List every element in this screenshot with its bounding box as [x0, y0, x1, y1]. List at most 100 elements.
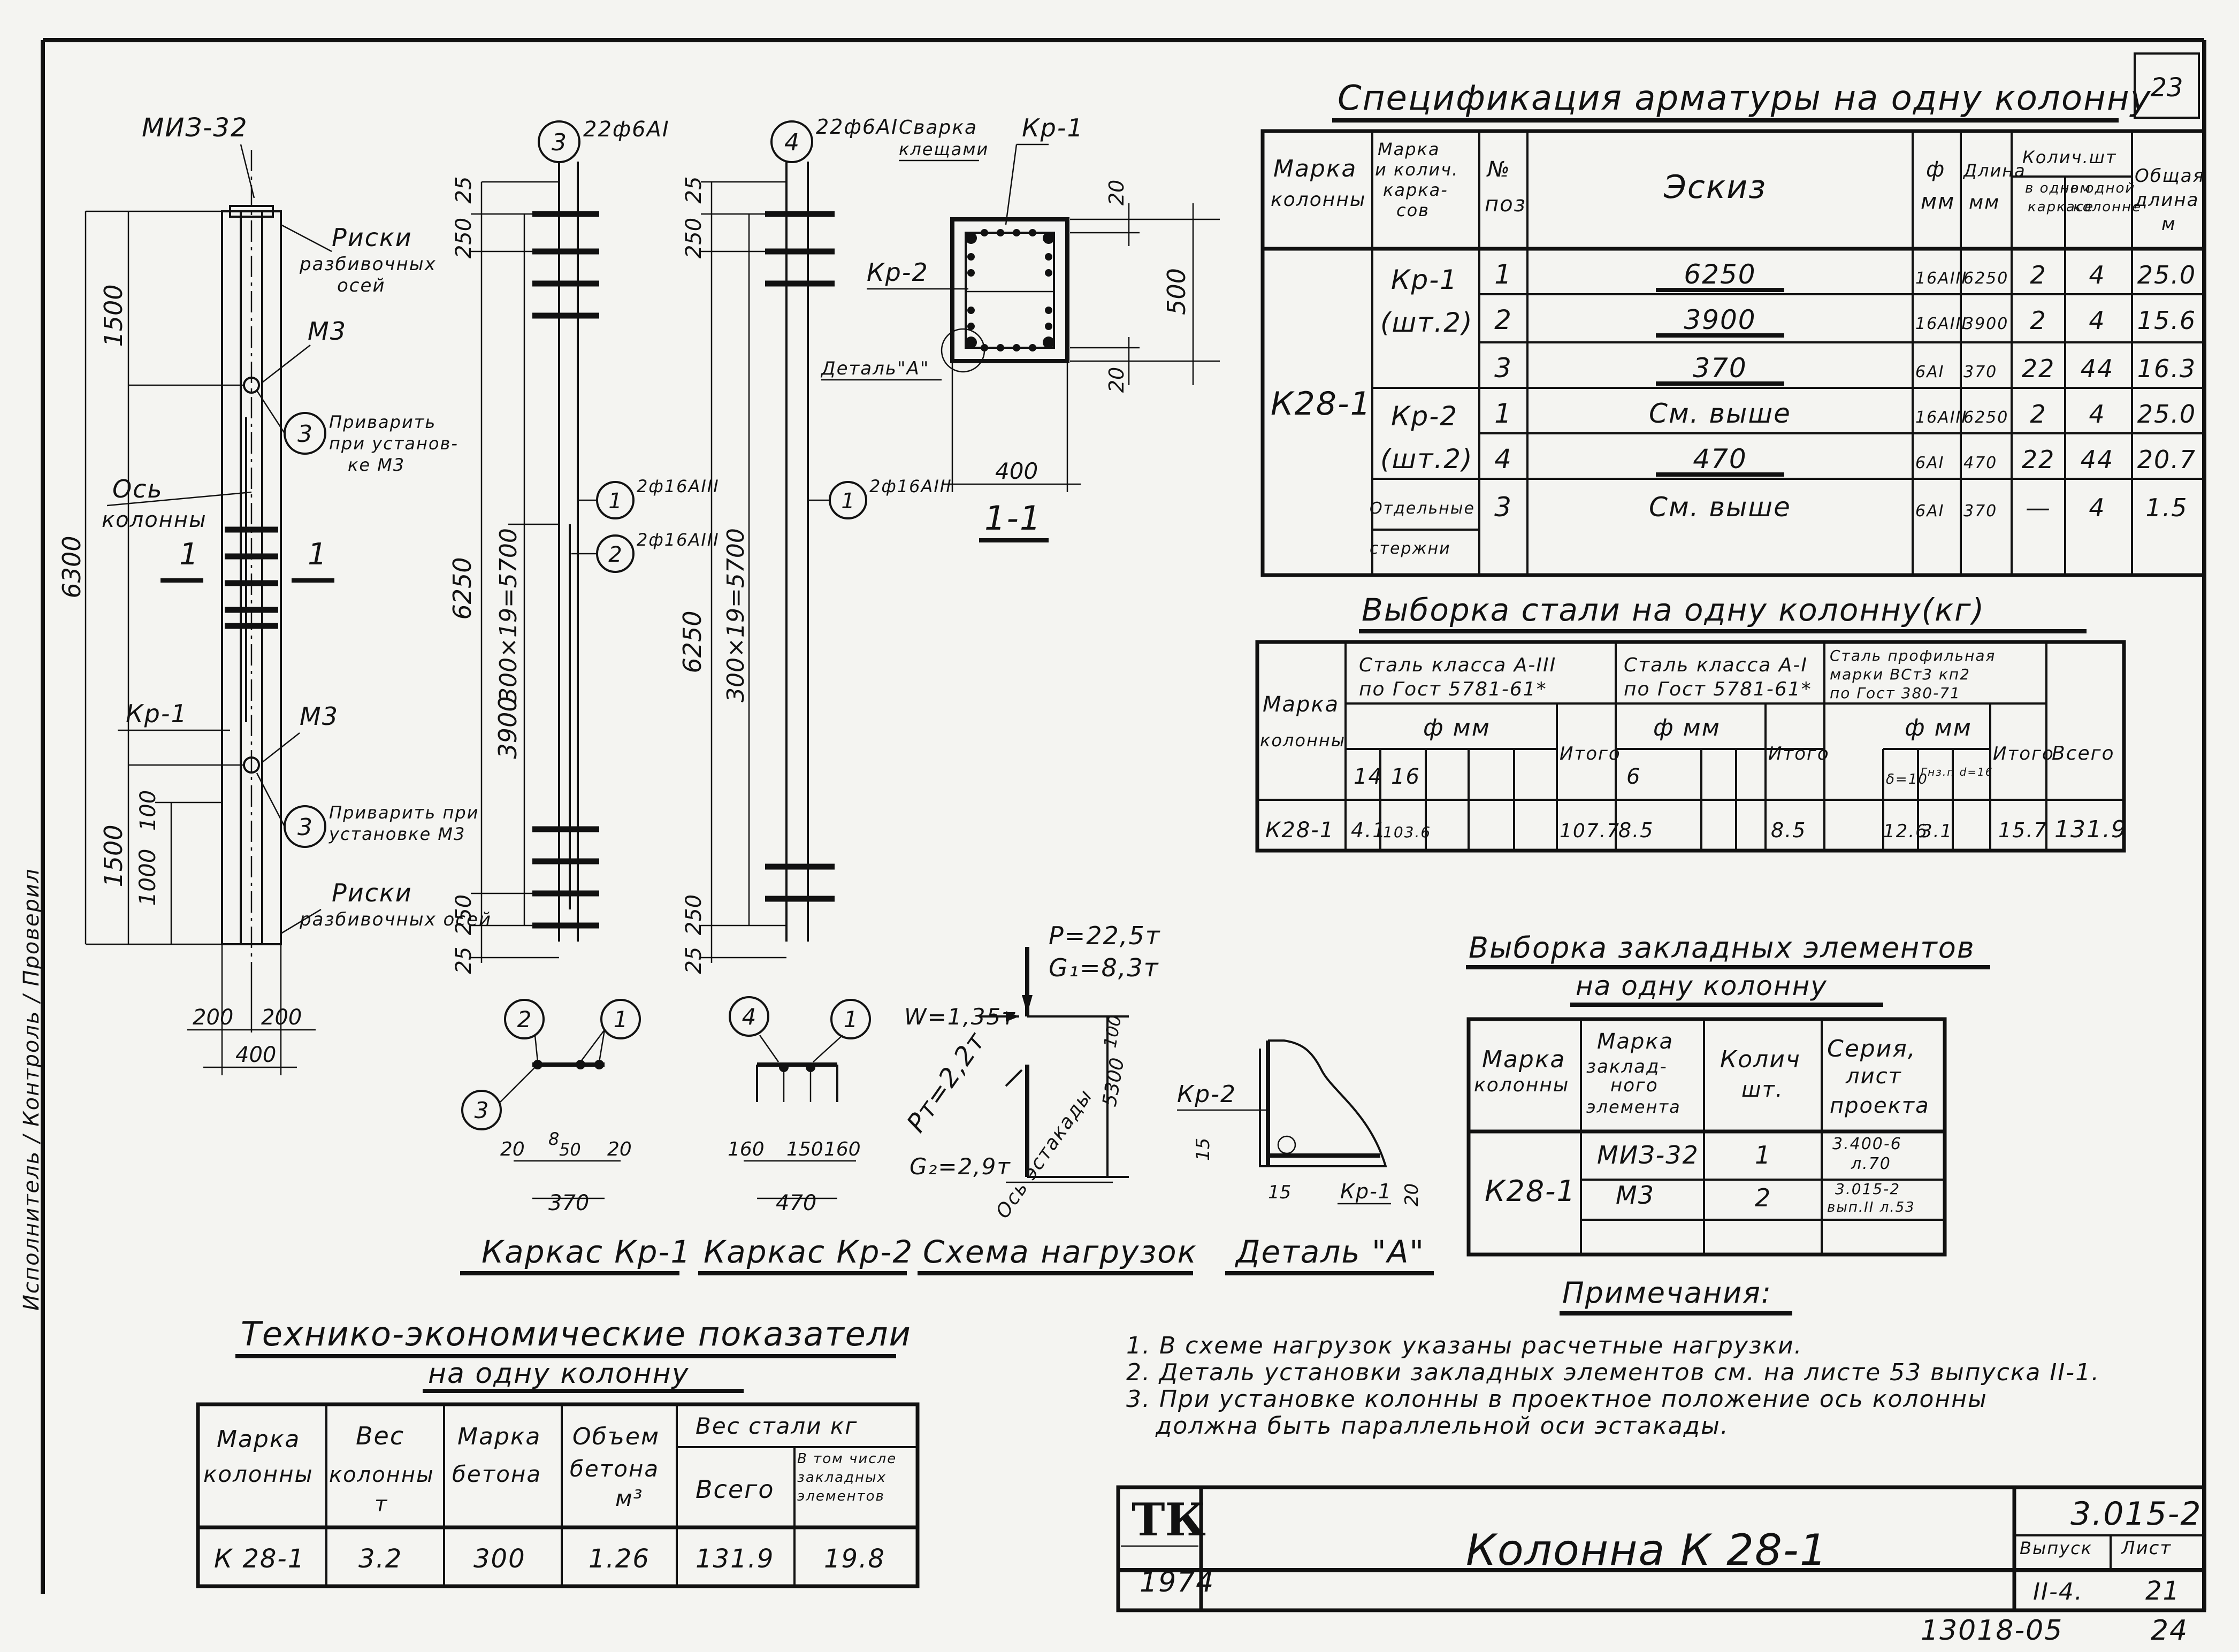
column-elevation: МИЗ-32 1500 6300 1500 100 1000 — [57, 113, 492, 1075]
spec-h-dia-2: мм — [1921, 189, 1955, 214]
tep-h-vol-3: м³ — [615, 1485, 644, 1511]
section-dim-20-bottom: 20 — [1105, 367, 1128, 393]
title-block: ТК 1974 Колонна К 28-1 3.015-2 Выпуск II… — [1116, 1485, 2206, 1612]
spec-row-total: 25.0 — [2137, 261, 2196, 289]
cs-kr1-dim-50: 50 — [559, 1139, 581, 1160]
emb-r1-s2: л.70 — [1851, 1154, 1891, 1173]
kr2-bubble-1: 1 — [841, 489, 854, 514]
cs-kr1-dim-20-right: 20 — [607, 1138, 632, 1160]
cs-kr1-dim-8: 8 — [548, 1129, 559, 1149]
tep-title-1: Технико-экономические показатели — [241, 1314, 912, 1353]
tb-series: 3.015-2 — [2070, 1495, 2202, 1533]
kr2-dim-25-top: 25 — [682, 177, 706, 204]
spec-h-cage: Марка — [1378, 139, 1440, 159]
cs-kr1-bubble-3: 3 — [475, 1097, 489, 1123]
emb-h-series-2: лист — [1845, 1064, 1902, 1089]
spec-row-pos: 4 — [1494, 443, 1512, 475]
steel-r-6: 8.5 — [1618, 819, 1654, 842]
emb-r2-el: М3 — [1616, 1181, 1655, 1210]
spec-row-len: 470 — [1963, 454, 1997, 472]
steel-r-it1: 107.7 — [1560, 820, 1620, 842]
cs-kr2-dim-160-left: 160 — [728, 1138, 765, 1160]
cs-kr1-bubble-2: 2 — [517, 1006, 532, 1032]
steel-h-a1-2: по Гост 5781-61* — [1624, 678, 1812, 700]
col-dim-200-right: 200 — [261, 1005, 302, 1030]
spec-table: Спецификация арматуры на одну колонну Ма… — [1260, 79, 2206, 577]
emb-r1-el: МИЗ-32 — [1597, 1141, 1699, 1169]
notes-title: Примечания: — [1562, 1276, 1772, 1310]
spec-row-len: 370 — [1963, 502, 1997, 521]
steel-h-14: 14 — [1354, 764, 1383, 789]
steel-h-prof-2: марки ВСт3 кп2 — [1830, 666, 1970, 683]
spec-h-mark-2: колонны — [1271, 189, 1366, 211]
bubble-3-bottom: 3 — [297, 814, 312, 841]
label-weld-bottom-1: Приварить при — [329, 802, 479, 823]
spec-row-pos: 1 — [1494, 259, 1512, 290]
tep-r-all: 131.9 — [696, 1544, 774, 1574]
spec-row-dia: 16АIII — [1915, 408, 1967, 427]
load-dim-5300: 5300 — [1098, 1056, 1128, 1108]
label-kr1-col: Кр-1 — [126, 699, 188, 728]
spec-row-pos: 3 — [1494, 353, 1512, 384]
spec-row-len: 6250 — [1963, 269, 2008, 288]
spec-row-qty-col: 4 — [2089, 400, 2105, 429]
note-2: 2. Деталь установки закладных элементов … — [1126, 1359, 2100, 1386]
cs-kr2-dim-160-right: 160 — [824, 1138, 861, 1160]
cage-kr1-bubble: 3 — [552, 129, 567, 156]
steel-r-it3: 15.7 — [1998, 819, 2048, 842]
spec-h-qty: Колич.шт — [2022, 147, 2117, 167]
label-weld-top-3: ке М3 — [348, 455, 405, 475]
detail-kr2: Кр-2 — [1177, 1081, 1236, 1108]
section-dim-500: 500 — [1162, 268, 1191, 315]
kr1-dim-250-top: 250 — [452, 218, 476, 258]
tb-year: 1974 — [1140, 1566, 1214, 1599]
spec-row-qty-cage: 2 — [2030, 306, 2046, 335]
emb-title-2: на одну колонну — [1576, 970, 1828, 1001]
spec-h-len-1: Длина — [1962, 160, 2026, 181]
tep-h-weight-3: т — [375, 1492, 388, 1517]
steel-h-dia-a1: ф мм — [1653, 714, 1721, 741]
emb-h-qty-1: Колич — [1720, 1046, 1801, 1073]
label-riski-top-3: осей — [337, 275, 386, 296]
cs-kr2-title: Каркас Кр-2 — [704, 1234, 913, 1270]
emb-h-series-3: проекта — [1830, 1093, 1930, 1118]
cs-kr2-bubble-4: 4 — [742, 1004, 756, 1030]
bubble-3-top: 3 — [297, 420, 312, 448]
column-top-mark: МИЗ-32 — [142, 113, 248, 143]
steel-r-16: 103.6 — [1383, 823, 1431, 841]
section-dim-20-top: 20 — [1105, 180, 1128, 205]
spec-h-total-2: длина — [2134, 189, 2199, 211]
kr2-dim-5700: 300×19=5700 — [722, 528, 750, 702]
spec-row-qty-col: 4 — [2089, 306, 2105, 335]
kr1-dim-6250: 6250 — [448, 557, 477, 620]
spec-row-len: 370 — [1963, 363, 1997, 381]
tep-r-conc: 300 — [473, 1544, 526, 1574]
spec-row-total: 25.0 — [2137, 400, 2196, 429]
detail-title: Деталь "А" — [1234, 1234, 1425, 1270]
emb-title-1: Выборка закладных элементов — [1469, 931, 1975, 965]
spec-row-sketch: См. выше — [1649, 398, 1791, 429]
kr1-dim-3900: 3900 — [493, 696, 522, 759]
label-riski-bottom-2: разбивочных осей — [299, 909, 492, 930]
steel-r-it2: 8.5 — [1771, 819, 1806, 842]
spec-cage-sep: Отдельные — [1370, 499, 1475, 518]
cs-kr1-bubble-1: 1 — [614, 1006, 628, 1032]
load-scheme: P=22,5т G₁=8,3т W=1,35т Pт=2,2т G₂=2,9т … — [901, 921, 1196, 1275]
col-dim-400: 400 — [235, 1043, 276, 1067]
emb-h-el-1: Марка — [1597, 1029, 1673, 1054]
emb-h-el-3: ного — [1610, 1075, 1659, 1096]
spec-row-total: 15.6 — [2137, 306, 2196, 335]
tep-r-incl: 19.8 — [824, 1544, 885, 1574]
tb-sheet-h: Лист — [2120, 1538, 2172, 1559]
steel-h-a3-1: Сталь класса А-III — [1359, 654, 1556, 676]
spec-row-sketch: 6250 — [1684, 259, 1756, 290]
steel-r-mark: К28-1 — [1265, 818, 1334, 843]
spec-h-pos-2: поз — [1485, 192, 1526, 217]
cage-kr1-bar-label: 22ф6АI — [583, 117, 670, 142]
spec-row-qty-cage: 22 — [2022, 354, 2055, 383]
tep-h-conc-1: Марка — [457, 1423, 541, 1450]
emb-column-mark: К28-1 — [1485, 1174, 1576, 1208]
spec-row-sketch: 3900 — [1684, 304, 1756, 335]
spec-cage-sep-2: стержни — [1370, 539, 1451, 558]
page-number-box — [2134, 52, 2200, 119]
